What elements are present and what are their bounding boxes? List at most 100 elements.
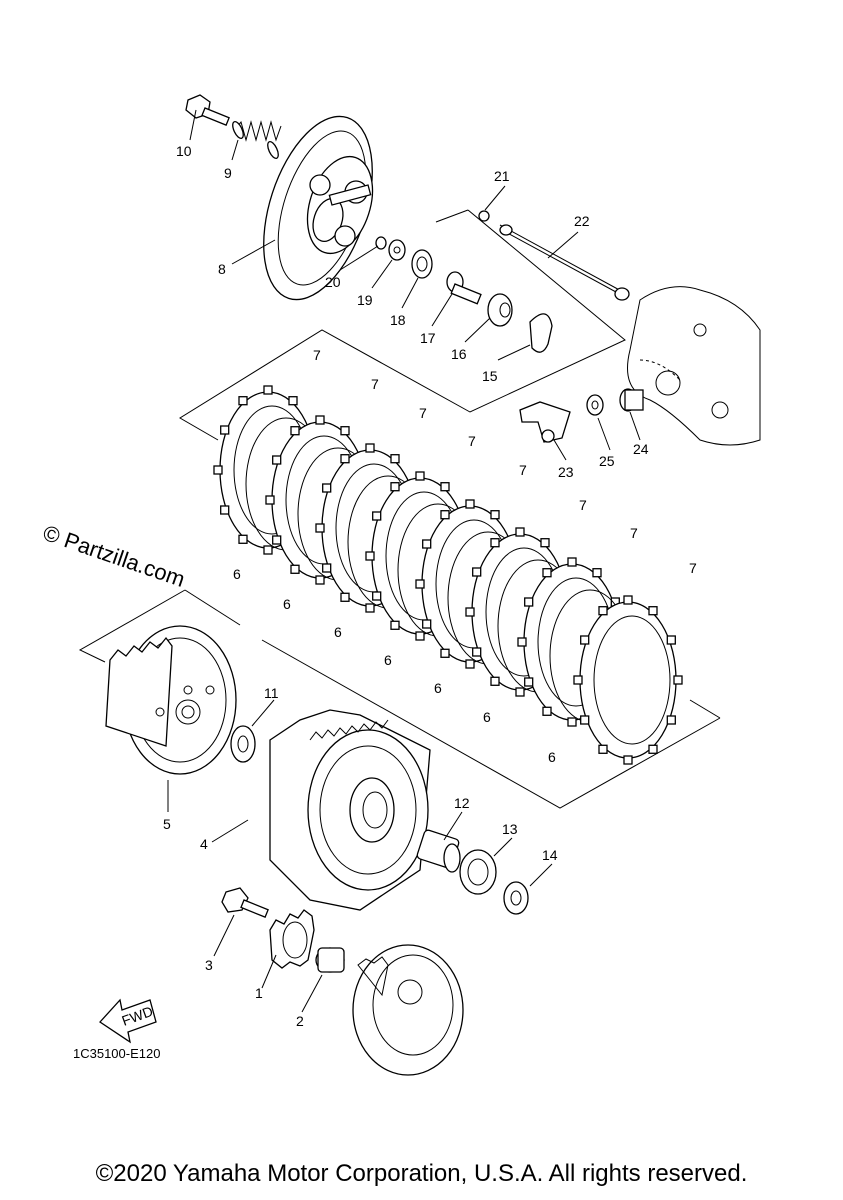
- thrust-washer-11: [230, 725, 256, 763]
- plate-tab: [315, 575, 325, 585]
- copyright-notice: ©2020 Yamaha Motor Corporation, U.S.A. A…: [95, 1160, 748, 1187]
- plate-tab: [623, 755, 633, 765]
- plate-tab: [598, 606, 608, 616]
- plate-tab: [540, 538, 550, 548]
- plate-tab: [517, 637, 527, 647]
- plate-tab: [567, 717, 577, 727]
- plate-tab: [220, 505, 230, 515]
- callout-24: 24: [633, 441, 649, 457]
- plate-tab: [422, 539, 432, 549]
- plate-tab: [290, 564, 300, 574]
- callout-7: 7: [689, 560, 697, 576]
- plate-tab: [524, 677, 534, 687]
- plate-tab: [592, 568, 602, 578]
- plate-tab: [372, 511, 382, 521]
- callout-16: 16: [451, 346, 467, 362]
- plate-tab: [465, 499, 475, 509]
- callout-6: 6: [483, 709, 491, 725]
- callout-6: 6: [434, 680, 442, 696]
- plate-tab: [365, 551, 375, 561]
- plate-tab: [472, 647, 482, 657]
- plate-tab: [542, 706, 552, 716]
- callout-6: 6: [233, 566, 241, 582]
- diagram-code: 1C35100-E120: [73, 1046, 161, 1061]
- plate-tab: [648, 744, 658, 754]
- plate-tab: [422, 619, 432, 629]
- plate-tab: [340, 426, 350, 436]
- plate-tab: [263, 385, 273, 395]
- plate-tab: [465, 659, 475, 669]
- callout-5: 5: [163, 816, 171, 832]
- callout-7: 7: [468, 433, 476, 449]
- callout-3: 3: [205, 957, 213, 973]
- group-outline-upper: [179, 209, 626, 441]
- callout-7: 7: [579, 497, 587, 513]
- plate-tab: [673, 675, 683, 685]
- plate-tab: [322, 563, 332, 573]
- plate-tab: [322, 483, 332, 493]
- plate-tab: [515, 687, 525, 697]
- callout-14: 14: [542, 847, 558, 863]
- plate-tab: [238, 396, 248, 406]
- plate-tab: [263, 545, 273, 555]
- plate-tab: [220, 425, 230, 435]
- plate-tab: [567, 557, 577, 567]
- callout-18: 18: [390, 312, 406, 328]
- clutch-boss: [105, 625, 237, 775]
- callout-6: 6: [384, 652, 392, 668]
- plate-tab: [415, 631, 425, 641]
- plate-tab: [542, 568, 552, 578]
- plate-tab: [390, 620, 400, 630]
- plate-tab: [372, 591, 382, 601]
- callout-25: 25: [599, 453, 615, 469]
- plate-tab: [490, 676, 500, 686]
- callout-4: 4: [200, 836, 208, 852]
- push-rod: [499, 224, 630, 301]
- plate-tab: [490, 510, 500, 520]
- push-lever-parts: [519, 388, 644, 443]
- small-parts-upper: [375, 210, 553, 353]
- callout-labels: 1 2 3 4 5 6 6 6 6 6 6 6 7 7 7 7 7 7 7 7 …: [163, 143, 697, 1029]
- plate-tab: [415, 579, 425, 589]
- plate-tab: [573, 675, 583, 685]
- callout-7: 7: [519, 462, 527, 478]
- plate-tab: [365, 443, 375, 453]
- plate-tab: [465, 607, 475, 617]
- plate-tab: [272, 455, 282, 465]
- callout-6: 6: [548, 749, 556, 765]
- plate-tab: [390, 482, 400, 492]
- plate-tab: [440, 648, 450, 658]
- callout-13: 13: [502, 821, 518, 837]
- plate-tab: [580, 715, 590, 725]
- plate-tab: [265, 495, 275, 505]
- plate-tab: [315, 415, 325, 425]
- plate-tab: [490, 538, 500, 548]
- plate-tab: [213, 465, 223, 475]
- primary-drive-parts: [221, 887, 464, 1076]
- plate-tab: [666, 715, 676, 725]
- plate-tab: [515, 527, 525, 537]
- callout-8: 8: [218, 261, 226, 277]
- plate-tab: [340, 592, 350, 602]
- plate-tab: [390, 454, 400, 464]
- callout-15: 15: [482, 368, 498, 384]
- callout-7: 7: [371, 376, 379, 392]
- callout-1: 1: [255, 985, 263, 1001]
- callout-10: 10: [176, 143, 192, 159]
- callout-21: 21: [494, 168, 510, 184]
- clutch-spring: [232, 120, 282, 159]
- plate-tab: [623, 595, 633, 605]
- callout-17: 17: [420, 330, 436, 346]
- leader-lines: [167, 109, 641, 1013]
- plate-tab: [315, 523, 325, 533]
- callout-7: 7: [630, 525, 638, 541]
- plate-tab: [524, 597, 534, 607]
- small-parts-lower: [416, 829, 529, 915]
- plate-tab: [415, 471, 425, 481]
- callout-9: 9: [224, 165, 232, 181]
- group-outline-lower: [78, 589, 721, 809]
- plate-tab: [288, 396, 298, 406]
- pressure-plate: [263, 115, 374, 301]
- callout-12: 12: [454, 795, 470, 811]
